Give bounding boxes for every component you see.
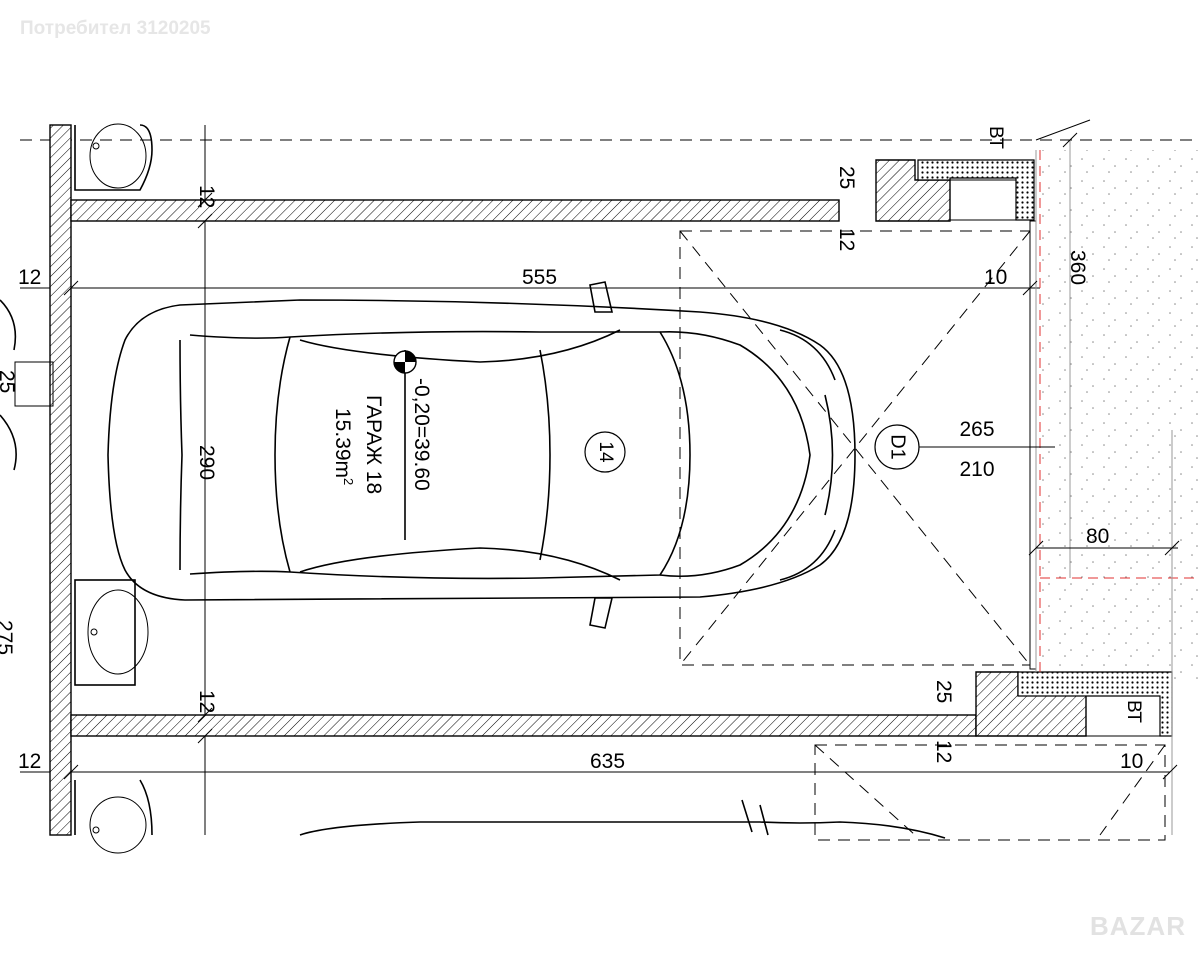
door-width: 265: [959, 418, 994, 441]
sink-icon: [74, 779, 153, 854]
top-wall: [70, 199, 840, 222]
dimension-ticks: [63, 132, 1180, 780]
vent-shaft-top: [917, 159, 1035, 221]
dim-right-bottom-12: 12: [932, 740, 955, 763]
left-wall: [49, 124, 72, 836]
dim-wall-bottom: 12: [195, 690, 218, 713]
level-marker: [393, 350, 417, 374]
sink-icon: [74, 579, 149, 686]
garage-name: ГАРАЖ 18: [362, 395, 385, 494]
dim-right-top-25: 25: [835, 166, 858, 189]
user-watermark: Потребител 3120205: [20, 18, 211, 39]
vent-label-top: ВТ: [985, 126, 1006, 149]
dim-left-wall: 12: [18, 266, 41, 289]
dim-right-80: 80: [1086, 525, 1109, 548]
dim-width-inner: 290: [195, 445, 218, 480]
dim-length-inner: 555: [522, 266, 557, 289]
sink-icon: [74, 123, 153, 191]
car-outline: [107, 281, 856, 629]
door-height: 210: [959, 458, 994, 481]
dim-wall-top: 12: [195, 185, 218, 208]
vent-box-top: [949, 179, 1017, 221]
dim-right-bottom-25: 25: [932, 680, 955, 703]
right-details: [1035, 119, 1200, 835]
level-label: -0,20=39.60: [410, 378, 433, 491]
sink-icons: [0, 123, 153, 854]
bazar-logo: BAZAR: [1090, 911, 1186, 941]
car-number: 14: [595, 441, 616, 463]
bottom-wall: [70, 714, 977, 737]
dim-left-25: 25: [0, 370, 18, 393]
dim-length-lower: 635: [590, 750, 625, 773]
exterior-ground: [1040, 150, 1200, 680]
dim-left-wall-lower: 12: [18, 750, 41, 773]
neighbour-garage-lower: [299, 744, 1166, 841]
dim-right-10-bottom: 10: [1120, 750, 1143, 773]
dim-right-top-12: 12: [835, 228, 858, 251]
dim-right-10-top: 10: [984, 266, 1007, 289]
car-number-circle: [584, 431, 626, 473]
vent-label-bottom: ВТ: [1123, 700, 1144, 723]
dim-right-360: 360: [1066, 250, 1089, 285]
vent-box-bottom: [1085, 695, 1161, 737]
door-mark: D1: [887, 434, 909, 460]
sink-icon: [0, 299, 17, 471]
garage-area: 15.39m2: [331, 408, 356, 485]
dimension-labels: 12 12 12 12 555 635 290 25 275 25 12 10 …: [0, 166, 1143, 773]
dim-left-275: 275: [0, 620, 16, 655]
left-duct: [14, 361, 54, 407]
